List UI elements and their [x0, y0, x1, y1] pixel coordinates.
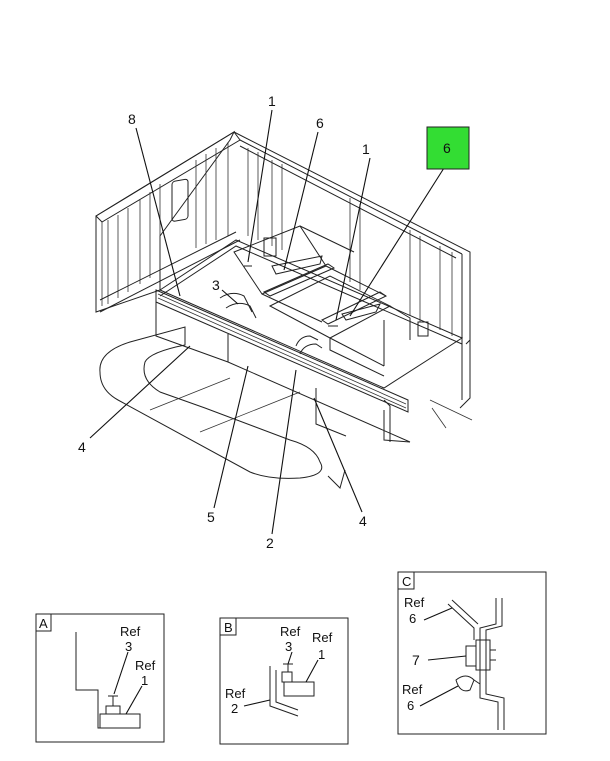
detail-c: C Ref 6 7 Ref 6 — [397, 571, 547, 735]
callout-6-highlighted[interactable]: 6 — [443, 140, 451, 156]
detail-a-ref-3-label: Ref — [120, 624, 141, 639]
main-callouts: 1 8 6 1 6 3 4 5 2 4 — [78, 93, 451, 551]
leader-lines — [89, 109, 445, 535]
main-isometric-view — [95, 130, 473, 489]
detail-b-ref-3-label: Ref — [280, 624, 301, 639]
callout-5[interactable]: 5 — [207, 509, 215, 525]
detail-a-ref-1-label: Ref — [135, 658, 156, 673]
detail-a: A Ref 3 Ref 1 — [35, 613, 165, 743]
detail-b-num-1: 1 — [318, 647, 325, 662]
detail-a-num-1: 1 — [141, 673, 148, 688]
detail-a-num-3: 3 — [125, 639, 132, 654]
detail-c-num-6-bottom: 6 — [407, 698, 414, 713]
highlighted-callout-box[interactable] — [426, 126, 470, 170]
detail-c-num-6-top: 6 — [409, 611, 416, 626]
callout-8[interactable]: 8 — [128, 111, 136, 127]
detail-b-num-2: 2 — [231, 701, 238, 716]
callout-3[interactable]: 3 — [212, 277, 220, 293]
callout-2[interactable]: 2 — [266, 535, 274, 551]
detail-b-letter: B — [224, 620, 233, 635]
detail-b-frame — [219, 617, 349, 745]
callout-1-right[interactable]: 1 — [362, 141, 370, 157]
detail-c-frame — [397, 571, 547, 735]
callout-1-top[interactable]: 1 — [268, 93, 276, 109]
detail-c-ref-6-bottom-label: Ref — [402, 682, 423, 697]
detail-b-num-3: 3 — [285, 639, 292, 654]
callout-4-left[interactable]: 4 — [78, 439, 86, 455]
detail-c-label-box — [397, 571, 415, 590]
detail-b-ref-2-label: Ref — [225, 686, 246, 701]
detail-a-letter: A — [39, 616, 48, 631]
detail-c-letter: C — [402, 574, 411, 589]
detail-c-ref-6-top-label: Ref — [404, 595, 425, 610]
detail-b-label-box — [219, 617, 237, 636]
detail-a-frame — [35, 613, 165, 743]
detail-c-num-7: 7 — [412, 652, 420, 668]
detail-b-ref-1-label: Ref — [312, 630, 333, 645]
callout-6-left[interactable]: 6 — [316, 115, 324, 131]
detail-a-label-box — [35, 613, 52, 632]
callout-4-right[interactable]: 4 — [359, 513, 367, 529]
detail-b: B Ref 3 Ref 1 Ref 2 — [219, 617, 349, 745]
